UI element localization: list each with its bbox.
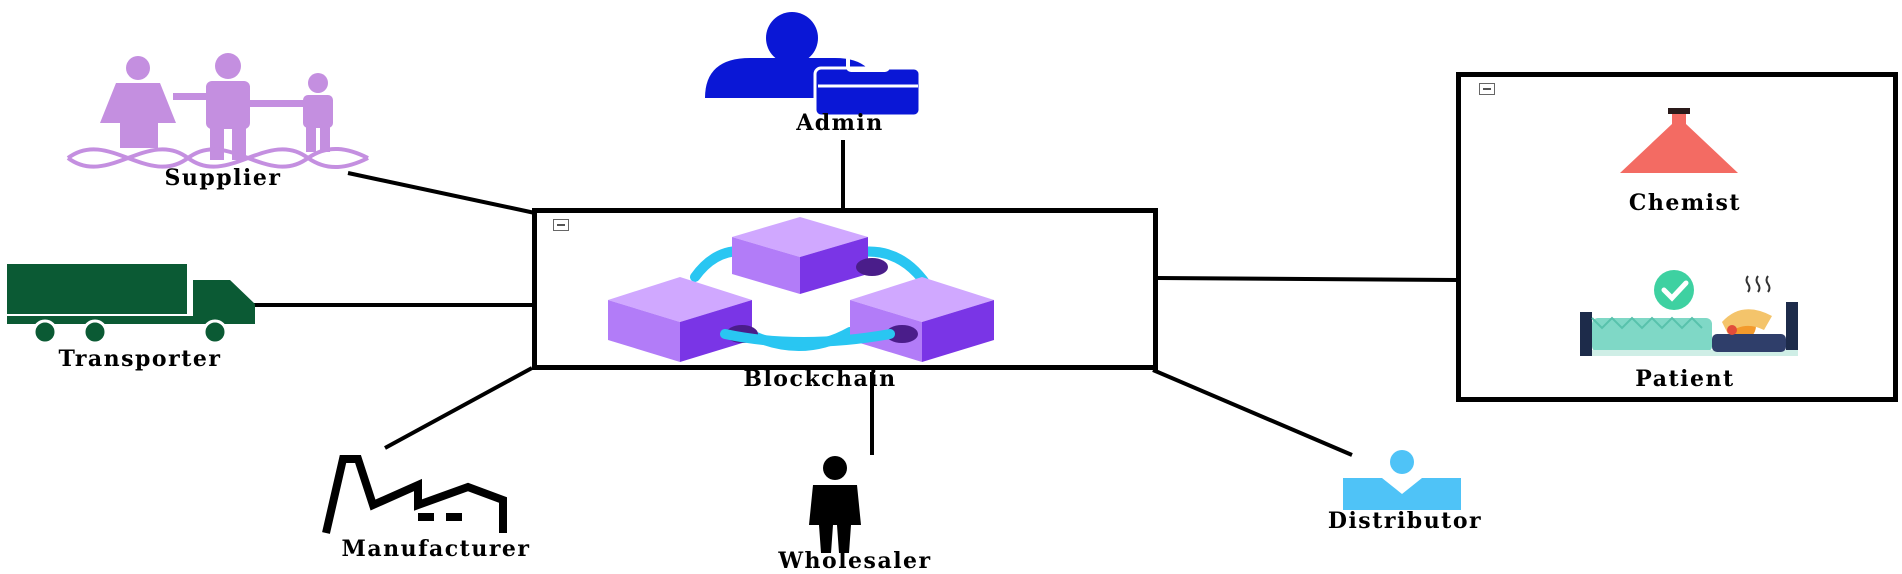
wholesaler-label: Wholesaler	[778, 548, 932, 574]
admin-label: Admin	[796, 110, 884, 136]
edge-distributor-blockchain	[1152, 368, 1353, 457]
lamp-icon	[1620, 108, 1738, 173]
family-dna-icon	[66, 53, 369, 170]
supplier-label: Supplier	[164, 165, 282, 191]
patient-label: Patient	[1635, 366, 1735, 392]
collapse-toggle-blockchain[interactable]	[553, 219, 569, 231]
truck-icon	[7, 264, 255, 345]
collapse-toggle-care-group[interactable]	[1479, 83, 1495, 95]
blockchain-label: Blockchain	[743, 366, 897, 392]
user-card-icon	[1343, 450, 1461, 510]
patient-bed-icon	[1580, 270, 1798, 356]
admin-user-briefcase-icon	[705, 12, 922, 118]
chemist-label: Chemist	[1628, 190, 1742, 216]
edge-manufacturer-blockchain	[384, 366, 533, 450]
edge-blockchain-care-group	[1157, 276, 1459, 282]
person-icon	[809, 456, 861, 553]
factory-icon	[322, 455, 507, 534]
manufacturer-label: Manufacturer	[341, 536, 531, 562]
distributor-label: Distributor	[1327, 508, 1483, 534]
blockchain-cubes-icon	[608, 217, 994, 362]
edge-supplier-blockchain	[347, 171, 536, 215]
transporter-label: Transporter	[58, 346, 222, 372]
